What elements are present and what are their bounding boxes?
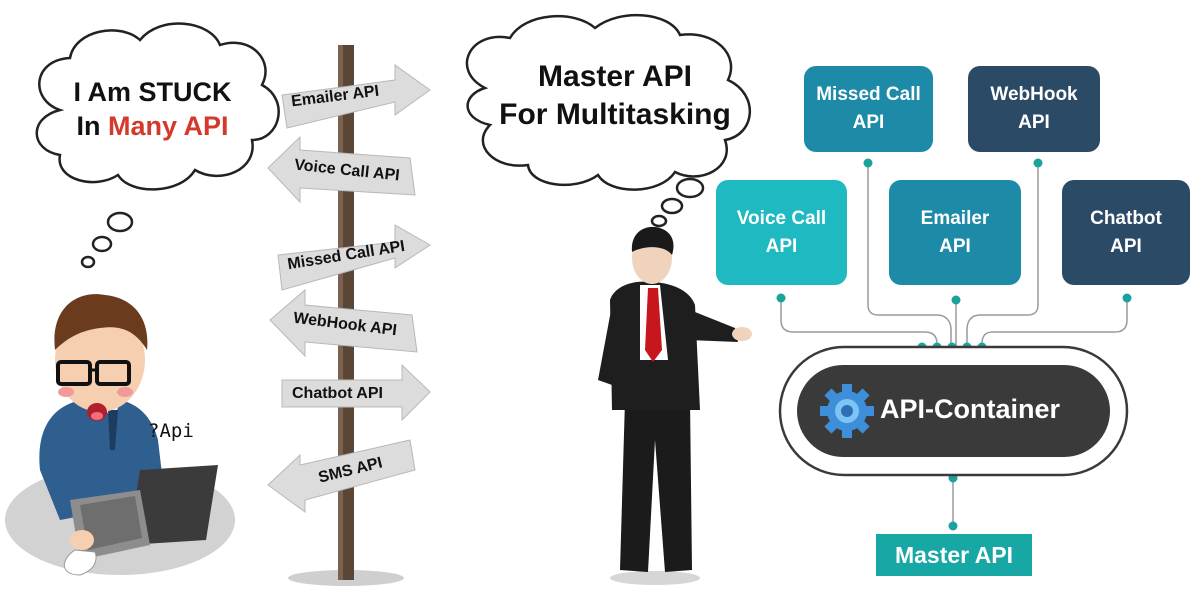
gear-icon	[820, 384, 874, 438]
api-box-voice-call-line2: API	[765, 235, 798, 257]
api-box-webhook-line2: API	[1018, 112, 1050, 133]
api-container-frame	[778, 345, 1129, 477]
sign-chatbot-api: Chatbot API	[292, 385, 383, 402]
api-box-missed-call: Missed Call API	[804, 66, 933, 152]
left-bubble-line1-prefix: I Am	[73, 77, 139, 107]
api-box-emailer-line2: API	[939, 235, 971, 257]
api-box-webhook: WebHook API	[968, 66, 1100, 152]
left-thought-cloud	[35, 22, 280, 269]
api-box-emailer-line1: Emailer	[920, 207, 990, 229]
api-box-voice-call: Voice Call API	[716, 180, 847, 285]
api-box-chatbot-line2: API	[1110, 235, 1142, 257]
api-box-emailer: Emailer API	[889, 180, 1021, 285]
api-box-chatbot-line1: Chatbot	[1090, 207, 1162, 229]
sign-arrows	[267, 64, 431, 513]
api-box-missed-call-line2: API	[852, 112, 885, 133]
businessman-illustration	[598, 226, 752, 585]
right-bubble-line2: For Multitasking	[499, 97, 731, 131]
connector-lines	[780, 163, 1128, 528]
api-box-voice-call-line1: Voice Call	[736, 207, 827, 229]
confused-text: ?Api	[148, 420, 194, 442]
left-bubble-many-api: Many API	[107, 110, 229, 141]
right-thought-cloud	[465, 13, 752, 228]
confused-man-illustration	[5, 294, 235, 576]
left-bubble-stuck: STUCK	[138, 77, 232, 107]
api-container-label: API-Container	[880, 394, 1061, 424]
api-box-webhook-line1: WebHook	[990, 84, 1078, 106]
right-bubble-text: Master API For Multitasking	[480, 58, 750, 133]
api-box-chatbot: Chatbot API	[1062, 180, 1190, 285]
left-bubble-line2-prefix: In	[76, 110, 108, 141]
right-bubble-line1: Master API	[538, 60, 692, 93]
left-bubble-line1: I Am STUCK	[50, 76, 255, 110]
left-bubble-text: I Am STUCK In Many API	[50, 76, 255, 144]
api-box-missed-call-line1: Missed Call	[816, 84, 921, 106]
master-api-label: Master API	[876, 534, 1032, 576]
left-bubble-line2: In Many API	[50, 110, 255, 144]
